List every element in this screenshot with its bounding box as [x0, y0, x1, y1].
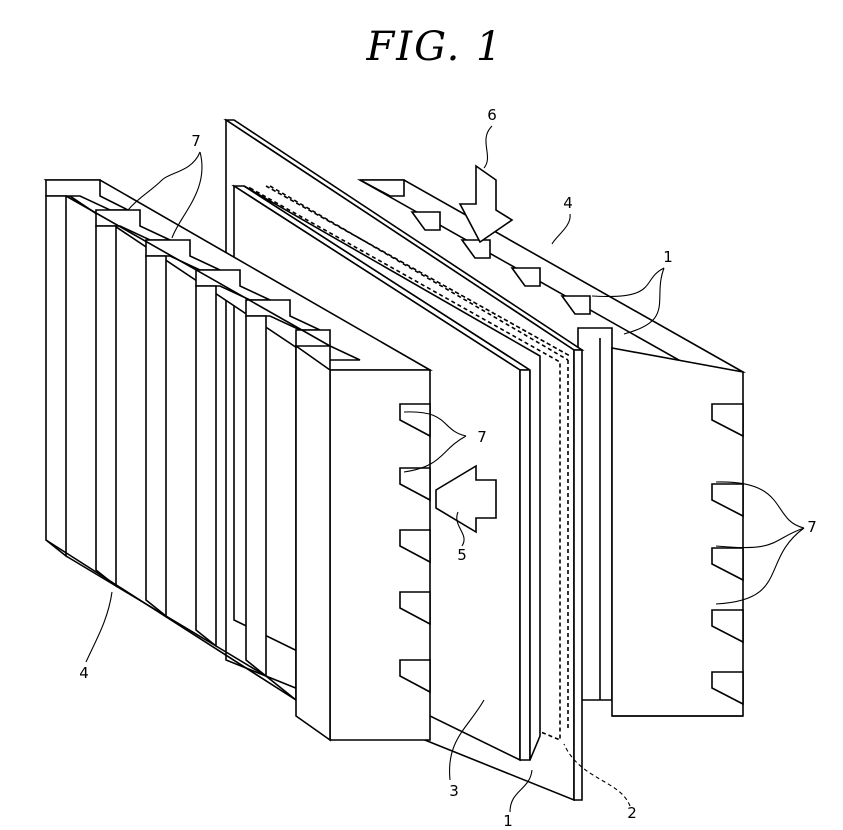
- label-4-left: 4: [79, 664, 89, 682]
- label-7-topleft: 7: [191, 132, 201, 150]
- label-5: 5: [457, 546, 467, 564]
- label-2: 2: [627, 804, 637, 822]
- label-7-right: 7: [807, 518, 817, 536]
- label-7-center: 7: [477, 428, 487, 446]
- label-1-bottom: 1: [503, 812, 513, 830]
- label-1-right: 1: [663, 248, 673, 266]
- label-3: 3: [449, 782, 459, 800]
- figure-title: FIG. 1: [366, 24, 504, 70]
- label-4-right: 4: [563, 194, 573, 212]
- label-6: 6: [487, 106, 497, 124]
